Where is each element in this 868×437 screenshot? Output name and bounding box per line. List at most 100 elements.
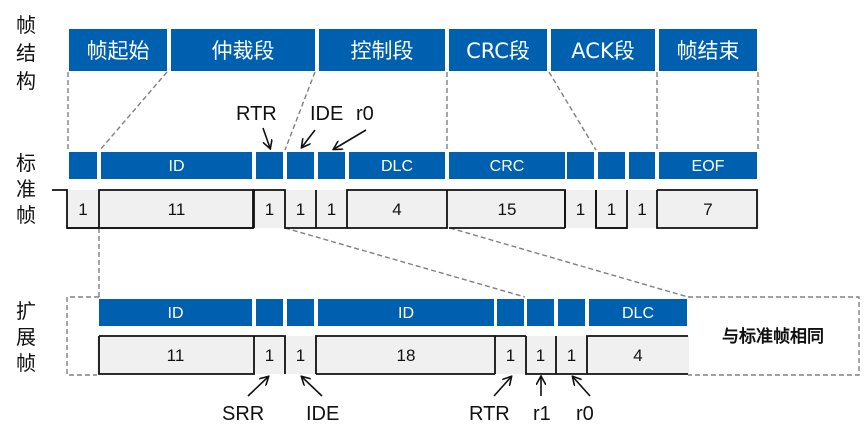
bit-count: 1 [265,200,274,219]
bit-cell: 1 [67,190,99,228]
arrow-icon [262,127,270,148]
bit-cell-bg [316,336,496,374]
field-cell-bg [318,152,345,179]
annotation-r0: r0 [576,403,594,425]
field-cell [318,152,345,179]
bit-cell-bg [99,190,254,228]
field-cell-bg [659,152,757,179]
field-cell [256,152,283,179]
field-label: CRC [490,158,525,175]
field-cell: ID [318,299,494,326]
segment-box: ACK段 [551,29,655,71]
field-cell: ID [99,299,252,326]
bit-count: 1 [296,200,305,219]
same-as-standard-box [688,296,860,376]
bit-cell: 1 [525,336,556,374]
field-cell [287,152,314,179]
field-cell-bg [287,152,314,179]
bit-cell-bg [556,336,587,374]
bit-count: 1 [567,346,576,365]
side-label-char: 帧 [16,13,36,37]
extended-frame-field-row: ID ID DLC [99,299,687,326]
side-label-char: 结 [16,41,36,65]
bit-cell: 18 [316,336,496,374]
field-cell [567,152,594,179]
segment-label: 控制段 [351,39,414,63]
bit-cell: 15 [447,190,567,228]
arrow-icon [302,377,323,397]
bit-cell-bg [67,190,99,228]
bit-cell: 1 [316,190,347,228]
connector-line [99,71,168,151]
connector-line [66,296,99,376]
arrow-icon [334,129,367,149]
standard-frame-annotations: RTR IDE r0 [236,103,374,149]
arrow-icon [493,377,511,397]
segment-label: 帧起始 [87,39,150,63]
same-as-standard-note: 与标准帧相同 [722,326,824,347]
side-label-char: 帧 [16,203,36,227]
bit-cell: 7 [657,190,759,228]
field-cell [497,299,524,326]
segment-box-bg [551,29,655,71]
field-cell [69,152,97,179]
field-cell [558,299,585,326]
segment-label: ACK段 [571,39,634,63]
field-cell-bg [589,299,687,326]
bit-cell: 1 [254,336,285,374]
segment-box-bg [319,29,445,71]
segment-label: 帧结束 [677,39,740,63]
bit-count: 1 [576,200,585,219]
field-label: ID [168,305,184,322]
segment-box: 帧结束 [659,29,757,71]
bit-count: 11 [168,200,186,219]
field-cell-bg [69,152,97,179]
bit-count: 18 [397,346,416,365]
annotation-ide: IDE [310,103,343,125]
bit-cell-bg [316,190,347,228]
segment-connectors [66,71,860,376]
bit-count: 1 [296,346,305,365]
segment-box: 仲裁段 [171,29,315,71]
field-cell-bg [558,299,585,326]
field-cell: DLC [589,299,687,326]
bit-count: 1 [637,200,646,219]
bit-cell: 1 [627,190,657,228]
bit-cell-bg [657,190,759,228]
segment-box: 控制段 [319,29,445,71]
field-cell [287,299,314,326]
field-label: EOF [692,158,725,175]
connector-line [284,227,526,298]
field-cell: ID [101,152,252,179]
bit-count: 4 [392,200,401,219]
arrow-icon [302,129,316,147]
bit-cell: 1 [285,336,316,374]
bit-count: 1 [536,346,545,365]
field-label: ID [169,158,185,175]
segment-box-bg [449,29,547,71]
standard-frame-waveform [52,189,758,229]
segment-box-bg [69,29,167,71]
field-cell [598,152,625,179]
bit-cell: 1 [596,190,627,228]
bit-count: 15 [498,200,517,219]
connector-line [284,71,316,151]
bit-cell: 11 [97,336,254,374]
field-cell-bg [256,299,283,326]
connector-line [548,71,597,151]
bit-cell-bg [254,336,285,374]
side-label-char: 扩 [16,299,36,323]
bit-count: 1 [265,346,274,365]
segment-box: CRC段 [449,29,547,71]
extended-frame-annotations: SRR IDE RTR r1 r0 [222,377,594,425]
side-label-char: 构 [16,69,36,93]
bit-count: 1 [78,200,87,219]
field-cell-bg [497,299,524,326]
bit-count: 1 [327,200,336,219]
field-cell-bg [318,299,494,326]
field-label: ID [398,305,414,322]
field-cell-bg [629,152,655,179]
annotation-rtr: RTR [236,103,277,125]
